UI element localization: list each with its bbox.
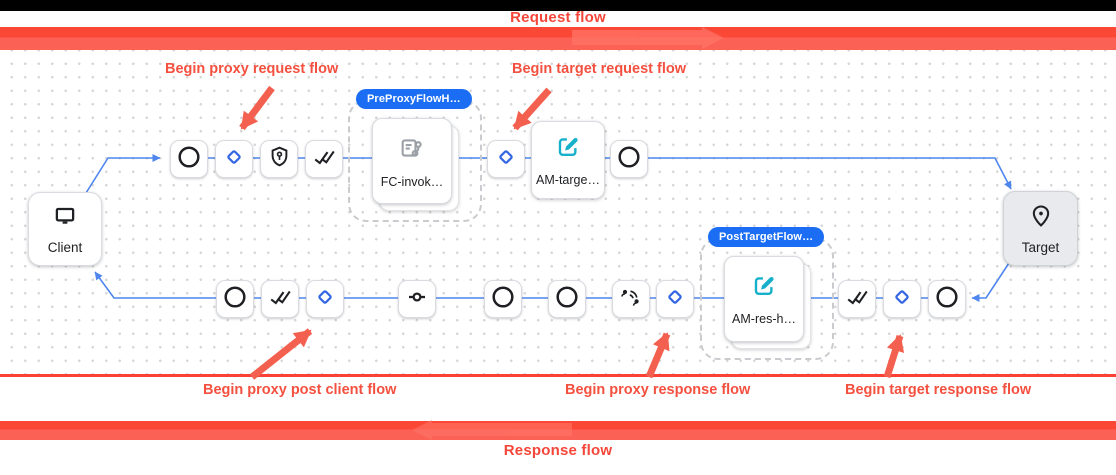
response-step-circle-2[interactable]	[484, 280, 522, 318]
circle-icon	[177, 145, 201, 174]
request-flow-banner-label: Request flow	[510, 9, 606, 26]
commit-icon	[405, 285, 429, 314]
fc-invoke-node-label: FC-invok…	[380, 174, 444, 189]
request-step-target-flow-diamond[interactable]	[487, 140, 525, 178]
post-client-callout: Begin proxy post client flow	[203, 382, 397, 398]
request-step-circle-1[interactable]	[170, 140, 208, 178]
monitor-icon	[52, 203, 78, 234]
request-flow-arrow-icon	[572, 27, 724, 49]
target-node-label: Target	[1021, 239, 1060, 255]
response-flow-red-bar	[0, 420, 1116, 440]
shield-key-icon	[268, 145, 291, 173]
client-node[interactable]: Client	[28, 192, 102, 266]
request-step-circle-2[interactable]	[610, 140, 648, 178]
response-step-circle-4[interactable]	[928, 280, 966, 318]
target-request-callout: Begin target request flow	[512, 61, 687, 77]
circle-icon	[617, 145, 641, 174]
flow-editor-canvas[interactable]	[0, 50, 1116, 374]
response-step-target-response-diamond[interactable]	[883, 280, 921, 318]
am-target-node[interactable]: AM-targe…	[531, 121, 605, 199]
fc-invoke-node[interactable]: FC-invok…	[372, 118, 452, 204]
proxy-request-callout: Begin proxy request flow	[165, 61, 339, 77]
response-step-double-check-2[interactable]	[838, 280, 876, 318]
client-node-label: Client	[47, 240, 83, 255]
proxy-response-callout: Begin proxy response flow	[565, 382, 751, 398]
flow-callout-icon	[398, 134, 426, 167]
double-check-icon	[312, 145, 336, 174]
circle-icon	[555, 285, 579, 314]
condition-diamond-icon	[314, 286, 336, 313]
location-pin-icon	[1028, 203, 1054, 234]
am-response-node-label: AM-res-h…	[732, 311, 796, 326]
response-step-circle-3[interactable]	[548, 280, 586, 318]
circle-icon	[491, 285, 515, 314]
post-target-flow-hook-badge[interactable]: PostTargetFlow…	[708, 227, 825, 247]
target-node[interactable]: Target	[1003, 191, 1078, 266]
circle-icon	[935, 285, 959, 314]
condition-diamond-icon	[664, 286, 686, 313]
response-step-messaging[interactable]	[612, 280, 650, 318]
target-response-callout: Begin target response flow	[845, 382, 1032, 398]
request-step-verify-key[interactable]	[260, 140, 298, 178]
double-check-icon	[845, 285, 869, 314]
connect-without-contact-icon	[619, 285, 643, 314]
pre-proxy-flow-hook-badge[interactable]: PreProxyFlowH…	[356, 89, 472, 109]
condition-diamond-icon	[891, 286, 913, 313]
response-flow-banner-label: Response flow	[503, 442, 613, 459]
response-step-proxy-response-diamond[interactable]	[656, 280, 694, 318]
response-step-post-client-diamond[interactable]	[306, 280, 344, 318]
request-flow-red-bar	[0, 27, 1116, 50]
top-black-bar	[0, 0, 1116, 11]
assign-message-edit-icon	[555, 134, 581, 165]
request-step-double-check[interactable]	[305, 140, 343, 178]
condition-diamond-icon	[495, 146, 517, 173]
am-target-node-label: AM-targe…	[536, 172, 600, 187]
response-step-commit[interactable]	[398, 280, 436, 318]
double-check-icon	[268, 285, 292, 314]
response-step-double-check-1[interactable]	[261, 280, 299, 318]
assign-message-edit-icon	[751, 273, 777, 304]
response-separator-line	[0, 374, 1116, 377]
response-flow-arrow-icon	[412, 420, 572, 440]
response-step-circle-1[interactable]	[216, 280, 254, 318]
request-step-proxy-flow-diamond[interactable]	[215, 140, 253, 178]
circle-icon	[223, 285, 247, 314]
am-response-node[interactable]: AM-res-h…	[724, 256, 804, 342]
condition-diamond-icon	[223, 146, 245, 173]
